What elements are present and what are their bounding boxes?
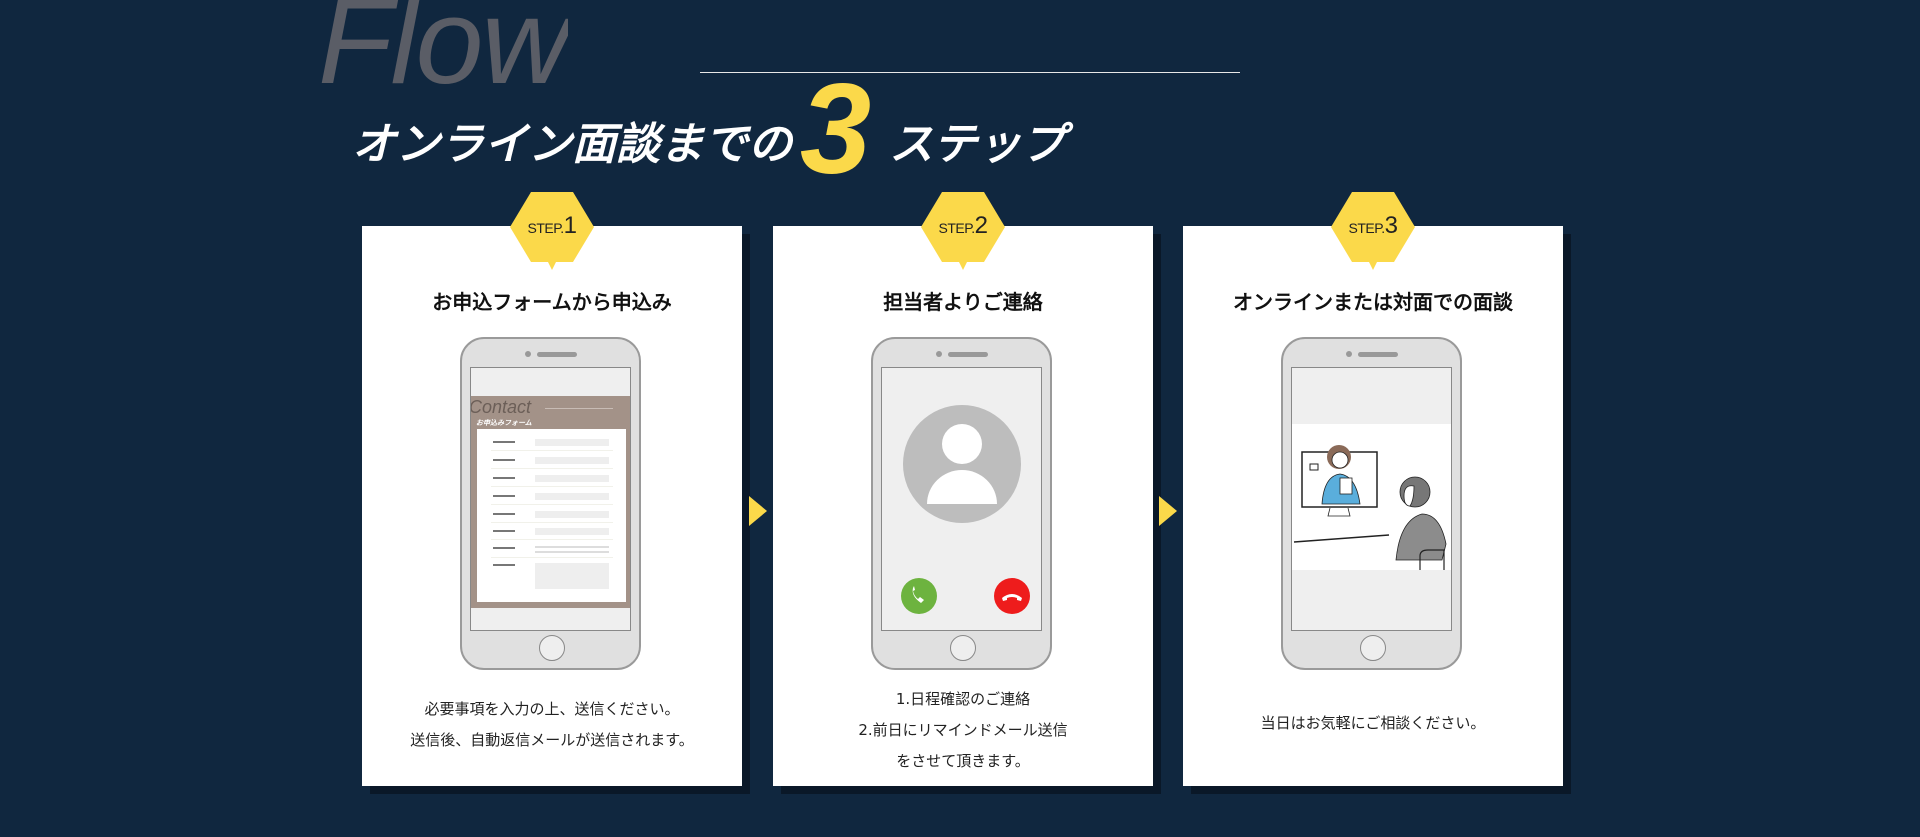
phone-illustration bbox=[1281, 337, 1462, 670]
badge-pointer bbox=[959, 262, 967, 270]
caller-avatar-icon bbox=[901, 405, 1030, 614]
step-title: オンラインまたは対面での面談 bbox=[1233, 290, 1513, 314]
phone-illustration: Contact お申込みフォーム bbox=[460, 337, 641, 670]
home-button-icon bbox=[1360, 635, 1386, 661]
title-number: 3 bbox=[800, 58, 872, 201]
arrow-right-icon bbox=[1159, 496, 1177, 526]
step-description: 当日はお気軽にご相談ください。 bbox=[1260, 714, 1486, 732]
contact-form-preview: Contact お申込みフォーム bbox=[471, 396, 630, 608]
contact-heading: Contact bbox=[470, 397, 532, 417]
step-badge: STEP.1 bbox=[510, 192, 594, 262]
step-description: 必要事項を入力の上、送信ください。送信後、自動返信メールが送信されます。 bbox=[410, 700, 694, 749]
step-title: お申込フォームから申込み bbox=[432, 290, 672, 314]
step-title: 担当者よりご連絡 bbox=[883, 290, 1043, 314]
phone-illustration bbox=[871, 337, 1052, 670]
home-button-icon bbox=[539, 635, 565, 661]
decline-call-icon bbox=[994, 578, 1030, 614]
accept-call-icon bbox=[901, 578, 937, 614]
step-card-3: STEP.3 オンラインまたは対面での面談 当日はお気軽にご相談ください。 bbox=[1183, 192, 1563, 786]
badge-pointer bbox=[548, 262, 556, 270]
arrow-right-icon bbox=[749, 496, 767, 526]
phone-screen bbox=[1291, 367, 1452, 631]
flow-background-word: Flow bbox=[318, 0, 568, 94]
home-button-icon bbox=[950, 635, 976, 661]
header-divider bbox=[700, 72, 1240, 73]
badge-number: 2 bbox=[974, 212, 988, 239]
step-card-1: STEP.1 お申込フォームから申込み Contact お申込みフォーム bbox=[362, 192, 742, 786]
step-badge: STEP.2 bbox=[921, 192, 1005, 262]
badge-number: 3 bbox=[1384, 212, 1398, 239]
phone-screen bbox=[881, 367, 1042, 631]
badge-number: 1 bbox=[563, 212, 577, 239]
badge-label: STEP. bbox=[1348, 220, 1385, 236]
badge-label: STEP. bbox=[938, 220, 975, 236]
online-meeting-illustration bbox=[1292, 424, 1451, 570]
title-text: オンライン面談までの bbox=[352, 119, 792, 170]
title-text-suffix: ステップ bbox=[889, 119, 1066, 170]
step-badge: STEP.3 bbox=[1331, 192, 1415, 262]
badge-pointer bbox=[1369, 262, 1377, 270]
badge-label: STEP. bbox=[527, 220, 564, 236]
phone-screen: Contact お申込みフォーム bbox=[470, 367, 631, 631]
form-subheading: お申込みフォーム bbox=[476, 419, 532, 427]
